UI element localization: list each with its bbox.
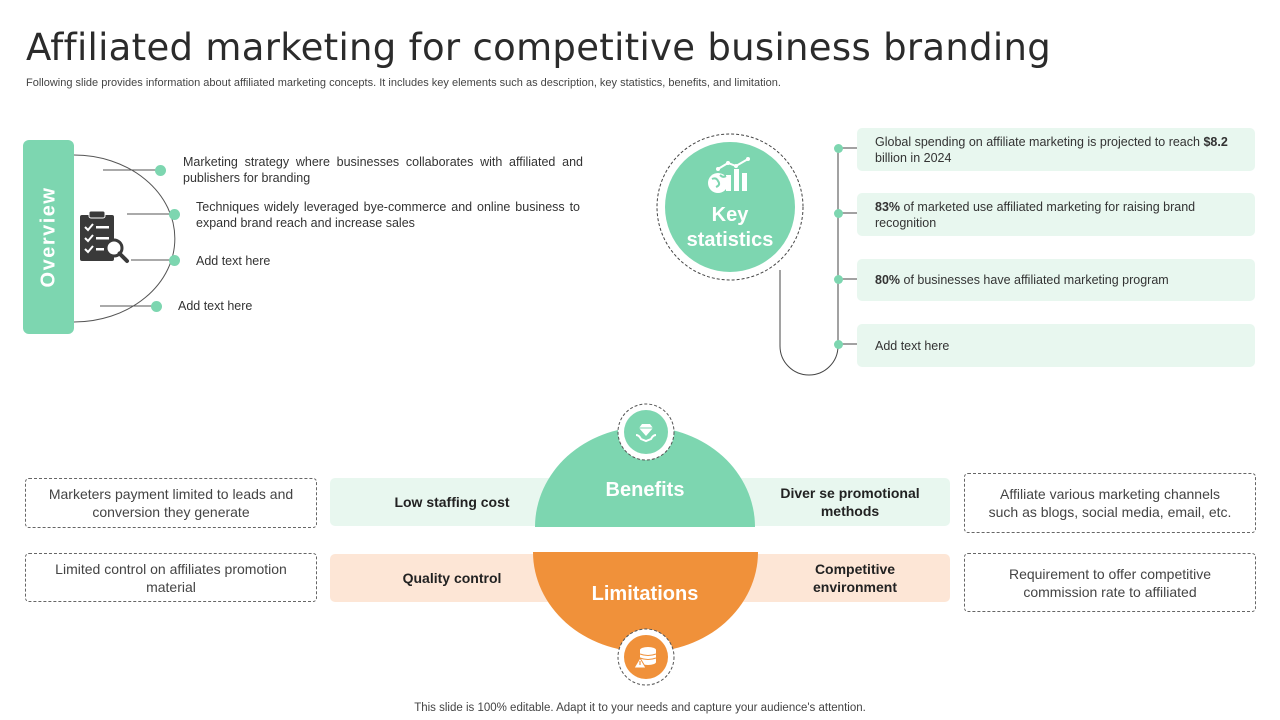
stat-dot-1 — [834, 144, 843, 153]
key-statistics-label-line1: Key — [711, 204, 749, 226]
page-subtitle: Following slide provides information abo… — [26, 77, 781, 89]
stat-dot-2 — [834, 209, 843, 218]
stat-box-3: 80% of businesses have affiliated market… — [857, 259, 1255, 301]
stat-text-1: Global spending on affiliate marketing i… — [875, 134, 1237, 166]
overview-dot-1 — [155, 165, 166, 176]
stat-dot-4 — [834, 340, 843, 349]
stat-1-bold: $8.2 — [1203, 134, 1228, 149]
coins-warning-icon — [634, 647, 657, 669]
overview-tab: Overview — [23, 140, 74, 334]
page-title: Affiliated marketing for competitive bus… — [26, 26, 1052, 69]
hand-diamond-icon — [635, 424, 657, 443]
benefit-left-label: Low staffing cost — [394, 494, 510, 510]
overview-item-2: Techniques widely leveraged bye-commerce… — [196, 200, 580, 230]
benefit-right-label: Diver se promotional methods — [780, 485, 920, 519]
stat-dot-3 — [834, 275, 843, 284]
stat-1-text-after: billion in 2024 — [875, 150, 952, 165]
footer-note: This slide is 100% editable. Adapt it to… — [414, 702, 866, 714]
stat-2-bold: 83% — [875, 199, 901, 214]
limitations-label: Limitations — [591, 583, 699, 605]
key-statistics-label-line2: statistics — [686, 229, 774, 251]
overview-label: Overview — [37, 186, 59, 288]
overview-dot-2 — [169, 209, 180, 220]
overview-dot-3 — [169, 255, 180, 266]
key-statistics-label: Key statistics — [665, 203, 795, 253]
overview-connectors — [73, 154, 176, 323]
limitation-outer-left-box: Limited control on affiliates promotion … — [25, 553, 317, 602]
stat-text-3: 80% of businesses have affiliated market… — [875, 272, 1169, 288]
stat-box-1: Global spending on affiliate marketing i… — [857, 128, 1255, 171]
stat-3-text: of businesses have affiliated marketing … — [900, 273, 1169, 287]
overview-item-1: Marketing strategy where businesses coll… — [183, 155, 583, 185]
overview-item-4: Add text here — [178, 299, 253, 313]
stat-2-text: of marketed use affiliated marketing for… — [875, 199, 1196, 230]
clipboard-search-icon — [80, 210, 129, 263]
stat-box-4: Add text here — [857, 324, 1255, 367]
stat-box-2: 83% of marketed use affiliated marketing… — [857, 193, 1255, 236]
stat-3-bold: 80% — [875, 273, 901, 287]
benefit-outer-right-box: Affiliate various marketing channels suc… — [964, 473, 1256, 533]
overview-dot-4 — [151, 301, 162, 312]
globe-bar-chart-icon — [708, 157, 750, 193]
overview-item-3: Add text here — [196, 254, 271, 268]
stat-text-2: 83% of marketed use affiliated marketing… — [875, 199, 1237, 231]
benefit-outer-left-box: Marketers payment limited to leads and c… — [25, 478, 317, 528]
benefits-label: Benefits — [605, 479, 685, 501]
stat-1-text-before: Global spending on affiliate marketing i… — [875, 134, 1204, 149]
limitation-outer-right-box: Requirement to offer competitive commiss… — [964, 553, 1256, 612]
limitation-right-label: Competitive environment — [812, 561, 897, 595]
limitation-left-label: Quality control — [402, 570, 502, 586]
stat-text-4: Add text here — [875, 338, 950, 353]
